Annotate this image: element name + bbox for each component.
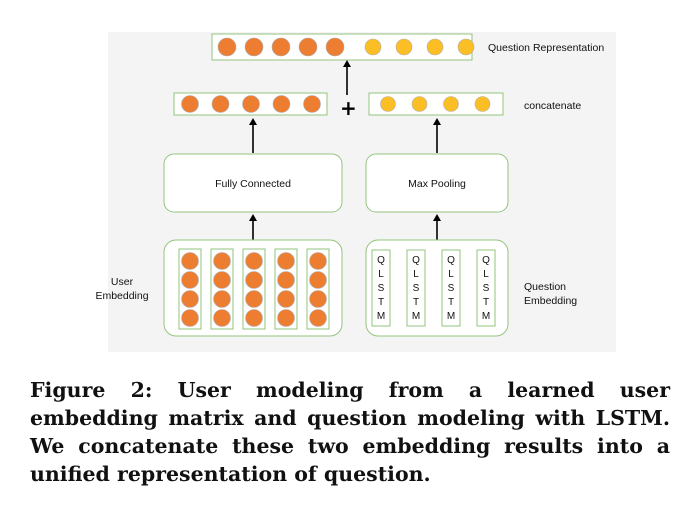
orange-node: [298, 37, 318, 57]
lstm-letter: T: [483, 297, 489, 308]
embedding-column: [274, 248, 298, 330]
lstm-letter: Q: [377, 255, 385, 266]
yellow-node: [380, 96, 396, 112]
question-representation-nodes: [217, 37, 475, 57]
orange-node: [181, 271, 199, 289]
orange-node: [303, 95, 321, 113]
orange-node: [217, 37, 237, 57]
question-vector: [368, 92, 504, 116]
lstm-letter: Q: [482, 255, 490, 266]
orange-node: [277, 290, 295, 308]
user-embedding-label-line1: User: [111, 276, 134, 288]
yellow-node: [443, 96, 459, 112]
lstm-letter: M: [412, 311, 420, 322]
question-embedding-label-line1: Question: [524, 281, 566, 293]
lstm-letter: L: [483, 269, 489, 280]
concatenate-label: concatenate: [524, 100, 581, 112]
embedding-column: [242, 248, 266, 330]
yellow-node: [474, 96, 491, 112]
orange-node: [271, 37, 291, 57]
lstm-letter: S: [413, 283, 420, 294]
lstm-letter: T: [378, 297, 384, 308]
user-embedding-columns: [178, 248, 330, 330]
question-representation-label: Question Representation: [488, 42, 604, 54]
yellow-node: [411, 96, 428, 112]
max-pooling-box: [365, 153, 509, 213]
lstm-letter: L: [378, 269, 384, 280]
embedding-column: [210, 248, 234, 330]
max-pooling-label: Max Pooling: [408, 178, 466, 190]
orange-node: [309, 252, 327, 270]
yellow-node: [426, 38, 444, 56]
user-embedding-label-line2: Embedding: [95, 290, 148, 302]
lstm-letter: L: [448, 269, 454, 280]
orange-node: [181, 252, 199, 270]
orange-node: [245, 309, 263, 327]
orange-node: [245, 271, 263, 289]
orange-node: [277, 271, 295, 289]
lstm-column: [406, 249, 426, 327]
orange-node: [242, 95, 260, 113]
lstm-letter: T: [413, 297, 419, 308]
orange-node: [181, 95, 199, 113]
orange-node: [213, 271, 231, 289]
lstm-letter: M: [377, 311, 385, 322]
user-vector-nodes: [181, 95, 321, 113]
orange-node: [245, 252, 263, 270]
orange-node: [309, 271, 327, 289]
orange-node: [213, 290, 231, 308]
arrow-head: [343, 60, 351, 67]
yellow-node: [364, 38, 382, 56]
orange-node: [245, 290, 263, 308]
lstm-letter: T: [448, 297, 454, 308]
arrow-head: [433, 118, 441, 125]
orange-node: [277, 252, 295, 270]
orange-node: [325, 37, 345, 57]
plus-sign: +: [340, 96, 357, 120]
orange-node: [211, 95, 230, 113]
lstm-column: [371, 249, 391, 327]
orange-node: [181, 290, 199, 308]
orange-node: [272, 95, 291, 113]
lstm-letter: L: [413, 269, 419, 280]
lstm-column: [441, 249, 461, 327]
orange-node: [213, 252, 231, 270]
lstm-letter: Q: [412, 255, 420, 266]
orange-node: [309, 309, 327, 327]
question-embedding-label-line2: Embedding: [524, 295, 577, 307]
figure-caption: Figure 2: User modeling from a learned u…: [30, 378, 670, 486]
arrow-head: [249, 214, 257, 221]
arrow-head: [433, 214, 441, 221]
lstm-letter: S: [448, 283, 455, 294]
yellow-node: [457, 38, 475, 56]
lstm-letter: S: [378, 283, 385, 294]
lstm-letter: M: [482, 311, 490, 322]
lstm-letter: S: [483, 283, 490, 294]
orange-node: [181, 309, 199, 327]
orange-node: [277, 309, 295, 327]
question-embedding-box: [365, 239, 509, 337]
lstm-letter: M: [447, 311, 455, 322]
embedding-column: [306, 248, 330, 330]
embedding-column: [178, 248, 202, 330]
orange-node: [244, 37, 264, 57]
fully-connected-label: Fully Connected: [215, 178, 291, 190]
orange-node: [213, 309, 231, 327]
yellow-node: [395, 38, 413, 56]
arrow-head: [249, 118, 257, 125]
question-vector-nodes: [380, 96, 491, 112]
lstm-column: [476, 249, 496, 327]
fully-connected-box: [163, 153, 343, 213]
orange-node: [309, 290, 327, 308]
lstm-letter: Q: [447, 255, 455, 266]
